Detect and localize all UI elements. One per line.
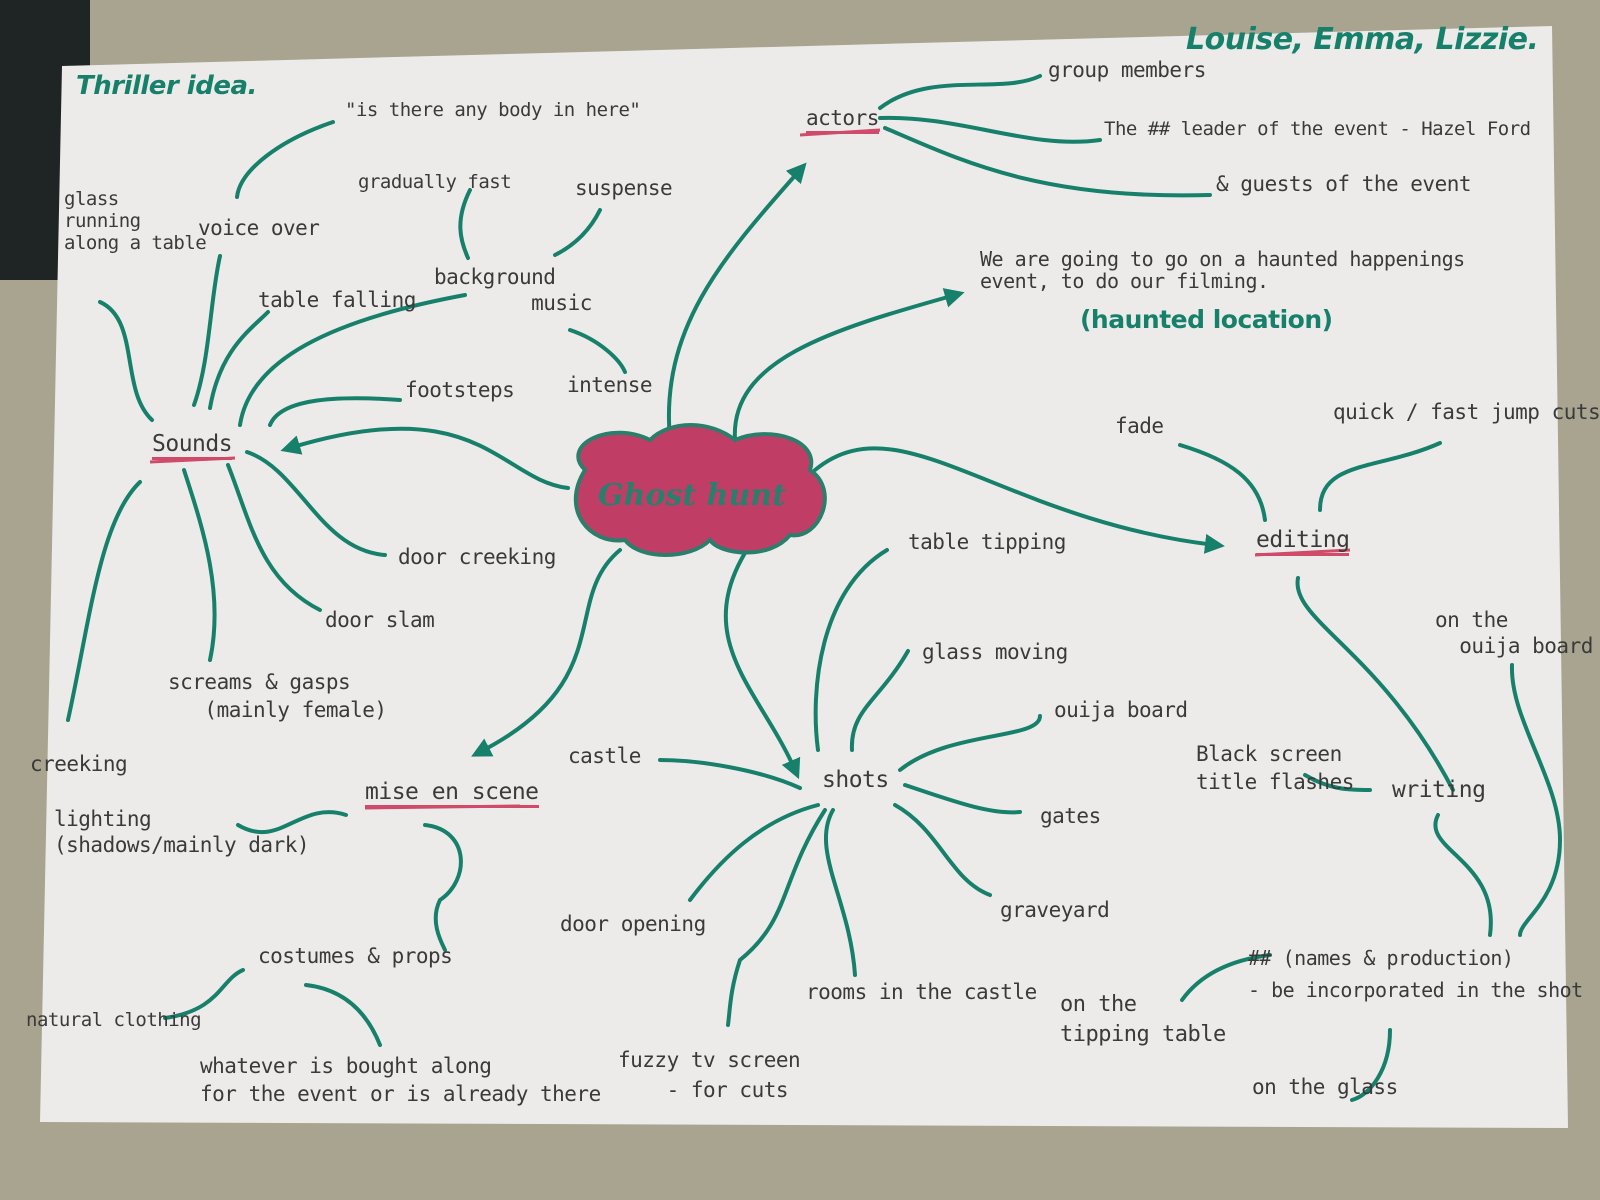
mise-item: lighting (shadows/mainly dark) xyxy=(54,807,310,857)
editing-item: writing xyxy=(1392,777,1486,803)
authors: Louise, Emma, Lizzie. xyxy=(1186,22,1539,57)
paper-sheet xyxy=(40,26,1568,1128)
sounds-item: background music xyxy=(434,265,592,315)
shots-item: table tipping xyxy=(908,530,1066,554)
sounds-item: table falling xyxy=(258,288,416,312)
shots-item: glass moving xyxy=(922,640,1068,664)
node-mise-en-scene: mise en scene xyxy=(365,780,539,808)
arrow-to-shots xyxy=(723,546,801,780)
sounds-item: gradually fast xyxy=(358,171,512,193)
sounds-item: footsteps xyxy=(405,378,515,402)
arrow-to-sounds xyxy=(280,426,570,490)
page-title: Thriller idea. xyxy=(76,71,257,101)
node-editing: editing xyxy=(1256,528,1350,556)
sounds-item: screams & gasps (mainly female) xyxy=(168,670,387,722)
sounds-item: voice over xyxy=(198,216,320,240)
center-label: Ghost hunt xyxy=(598,478,786,513)
mise-item: costumes & props xyxy=(258,944,453,968)
sounds-item: glass running along a table xyxy=(64,188,207,254)
shots-item: castle xyxy=(568,744,641,768)
editing-item: on the ouija board xyxy=(1435,608,1593,658)
arrow-to-actors xyxy=(666,162,807,442)
arrow-to-mise xyxy=(471,548,622,757)
shots-item: fuzzy tv screen - for cuts xyxy=(618,1048,801,1102)
arrow-to-location xyxy=(732,288,965,442)
shots-item: gates xyxy=(1040,804,1101,828)
editing-item: quick / fast jump cuts xyxy=(1333,400,1600,424)
editing-item: on the tipping table xyxy=(1060,992,1226,1047)
location-label: (haunted location) xyxy=(1080,305,1333,334)
shots-item: rooms in the castle xyxy=(806,980,1037,1004)
center-cloud xyxy=(573,423,827,557)
editing-item: on the glass xyxy=(1252,1075,1398,1099)
node-sounds: Sounds xyxy=(152,432,233,460)
sounds-item: door creeking xyxy=(398,545,556,569)
editing-item: ## (names & production) - be incorporate… xyxy=(1248,946,1583,1002)
shots-item: door opening xyxy=(560,912,706,936)
actors-item: & guests of the event xyxy=(1216,172,1472,196)
node-actors: actors xyxy=(806,106,879,134)
node-shots: shots xyxy=(822,767,889,793)
shots-item: ouija board xyxy=(1054,698,1188,722)
sounds-item: suspense xyxy=(575,176,673,200)
sounds-item: door slam xyxy=(325,608,435,632)
editing-item: fade xyxy=(1115,414,1164,438)
sounds-item: intense xyxy=(567,373,653,397)
location-text: We are going to go on a haunted happenin… xyxy=(980,247,1465,293)
mise-item: whatever is bought along for the event o… xyxy=(200,1054,601,1106)
sounds-item: "is there any body in here" xyxy=(345,99,641,121)
sounds-item: creeking xyxy=(30,752,128,776)
actors-item: group members xyxy=(1048,58,1206,82)
shots-item: graveyard xyxy=(1000,898,1110,922)
editing-item: Black screen title flashes xyxy=(1196,742,1354,794)
actors-item: The ## leader of the event - Hazel Ford xyxy=(1104,118,1531,140)
mise-item: natural clothing xyxy=(26,1009,202,1031)
arrow-to-editing xyxy=(813,446,1225,554)
